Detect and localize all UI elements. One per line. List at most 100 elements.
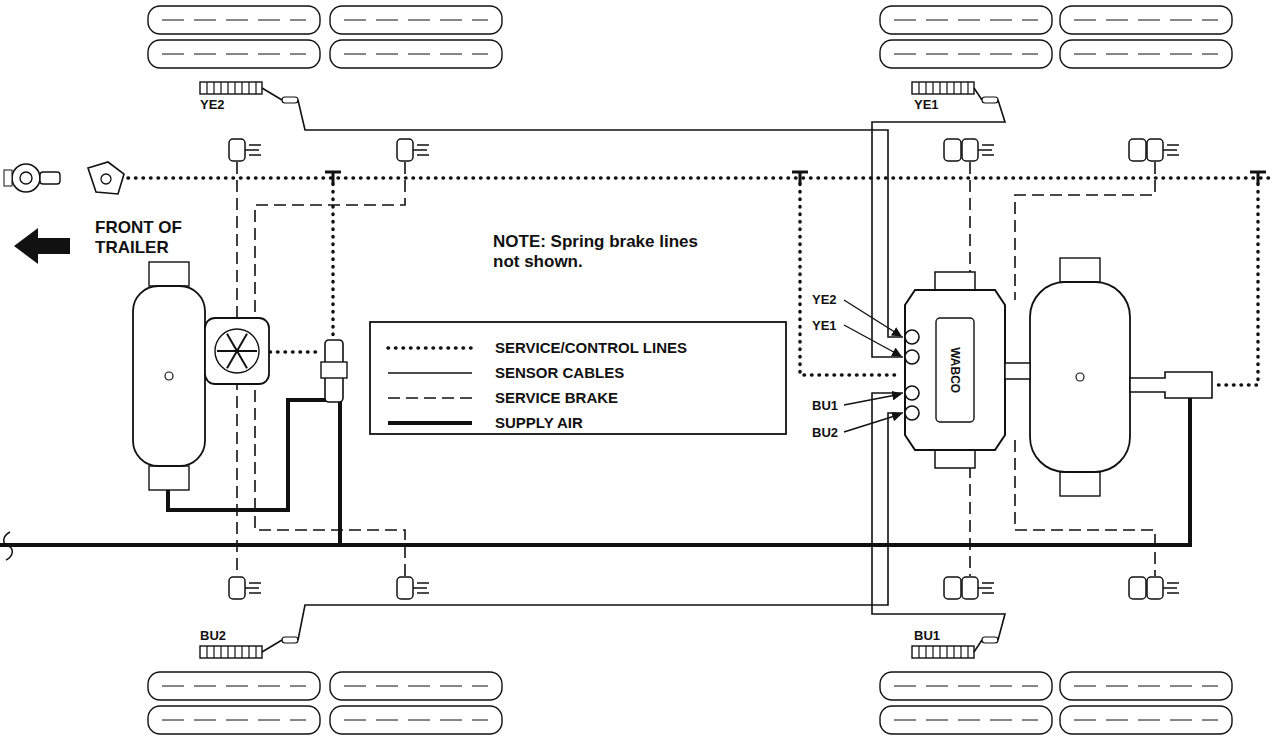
tire-tread — [1074, 720, 1218, 721]
tire-tread — [162, 720, 306, 721]
tire — [330, 706, 502, 734]
tone-ring-tooth — [255, 646, 256, 658]
tone-ring-tooth — [960, 646, 961, 658]
brake-chamber — [229, 577, 261, 599]
tee-fitting — [1250, 172, 1266, 184]
sensor-lead — [974, 640, 982, 652]
tire-tread — [1074, 54, 1218, 55]
tire — [1060, 706, 1232, 734]
brand-logo: WABCO — [948, 347, 962, 393]
tire-tread — [162, 686, 306, 687]
tone-ring-tooth — [918, 646, 919, 658]
brake-chamber — [397, 139, 429, 161]
tone-ring-tooth — [967, 82, 968, 94]
front-arrow — [14, 228, 70, 264]
brake-chamber — [397, 577, 429, 599]
tone-ring-tooth — [234, 646, 235, 658]
tire — [880, 706, 1052, 734]
tire-tread — [1074, 686, 1218, 687]
tire-tread — [344, 686, 488, 687]
sensor-lead — [262, 88, 282, 100]
sensor-lead — [974, 88, 982, 100]
tone-ring-tooth — [925, 646, 926, 658]
legend-text: SUPPLY AIR — [495, 414, 583, 432]
tank-bracket — [149, 262, 189, 286]
tone-ring-tooth — [946, 646, 947, 658]
tire — [330, 40, 502, 68]
relay-valve — [205, 318, 269, 384]
brake-chamber — [229, 139, 261, 161]
tone-ring — [912, 82, 974, 94]
wheel-speed-sensor — [982, 637, 998, 643]
wheel-speed-sensor — [282, 97, 298, 103]
tire-tread — [344, 720, 488, 721]
sensor-label: BU1 — [812, 398, 842, 414]
sensor-label: BU1 — [914, 628, 954, 644]
tone-ring-tooth — [932, 646, 933, 658]
service-brake-line — [1015, 162, 1155, 300]
service-control-line — [331, 184, 335, 340]
tone-ring-tooth — [213, 646, 214, 658]
tee-fitting — [792, 172, 808, 184]
tone-ring-tooth — [227, 646, 228, 658]
tire — [330, 6, 502, 34]
sensor-lead — [262, 640, 282, 652]
sensor-label: YE2 — [812, 292, 842, 308]
tone-ring-tooth — [946, 82, 947, 94]
legend-sample — [388, 346, 472, 350]
service-control-line — [1218, 184, 1258, 385]
tone-ring-tooth — [234, 82, 235, 94]
tee-fitting — [325, 172, 341, 184]
tire — [880, 40, 1052, 68]
check-valve — [321, 340, 347, 402]
leader-arrow — [844, 325, 901, 356]
tone-ring-tooth — [227, 82, 228, 94]
wheel-speed-sensor — [982, 97, 998, 103]
supply-air-line — [338, 400, 342, 545]
tone-ring-tooth — [960, 82, 961, 94]
sensor-label: YE1 — [812, 318, 842, 334]
note-label: FRONT OF TRAILER — [95, 218, 215, 259]
tire — [1060, 6, 1232, 34]
tone-ring-tooth — [248, 82, 249, 94]
tone-ring-tooth — [220, 646, 221, 658]
tank-bracket — [149, 466, 189, 490]
tire-tread — [894, 54, 1038, 55]
gladhand-couplers — [4, 162, 124, 194]
tire — [1060, 40, 1232, 68]
tank-bracket — [1060, 472, 1100, 496]
tire — [1060, 672, 1232, 700]
legend-sample — [388, 397, 472, 399]
legend-text: SERVICE BRAKE — [495, 389, 618, 407]
tone-ring-tooth — [206, 82, 207, 94]
service-brake-line — [969, 466, 971, 576]
tire-tread — [162, 20, 306, 21]
tone-ring-tooth — [213, 82, 214, 94]
tone-ring-tooth — [939, 82, 940, 94]
tone-ring-tooth — [925, 82, 926, 94]
tone-ring-tooth — [255, 82, 256, 94]
legend-text: SENSOR CABLES — [495, 364, 624, 382]
wheel-speed-sensor — [282, 637, 298, 643]
tone-ring-tooth — [953, 646, 954, 658]
service-control-line — [128, 176, 1272, 180]
tire-tread — [344, 20, 488, 21]
tone-ring-tooth — [932, 82, 933, 94]
tone-ring-tooth — [939, 646, 940, 658]
leader-arrow — [844, 394, 901, 405]
sensor-cable — [298, 100, 903, 337]
leader-arrow — [844, 300, 901, 336]
tire — [148, 706, 320, 734]
tank-port — [165, 372, 173, 380]
tire — [148, 40, 320, 68]
tire-tread — [1074, 20, 1218, 21]
tone-ring-tooth — [241, 82, 242, 94]
service-brake-line — [969, 162, 971, 275]
air-tank — [1030, 282, 1130, 472]
legend-sample — [388, 421, 472, 425]
tank-port — [1076, 373, 1084, 381]
tire-tread — [344, 54, 488, 55]
tone-ring-tooth — [953, 82, 954, 94]
